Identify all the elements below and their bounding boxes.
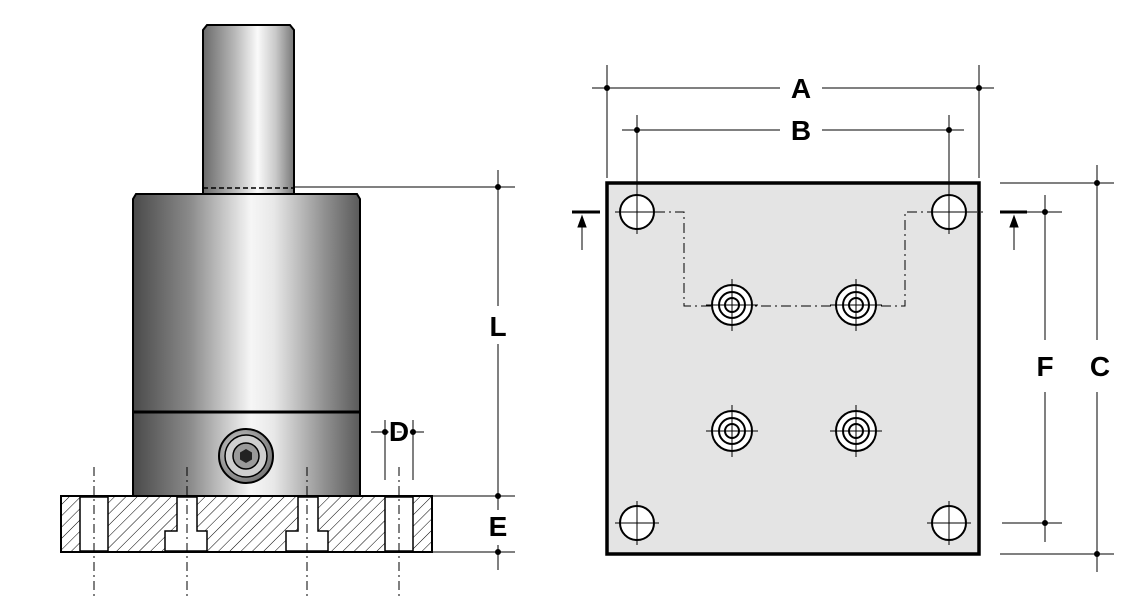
label-L: L <box>489 311 506 342</box>
label-F: F <box>1036 351 1053 382</box>
plate-outline <box>605 181 981 556</box>
dimension-F <box>1002 195 1062 542</box>
section-line <box>655 211 985 307</box>
plan-view: A B F C <box>572 65 1114 572</box>
set-screw <box>218 428 274 484</box>
shaft <box>202 24 295 197</box>
dimension-C <box>1000 165 1114 572</box>
label-C: C <box>1090 351 1110 382</box>
dimension-D <box>371 420 424 480</box>
label-D: D <box>389 416 409 447</box>
label-B: B <box>791 115 811 146</box>
dimension-A <box>592 65 994 178</box>
label-A: A <box>791 73 811 104</box>
label-E: E <box>489 511 508 542</box>
base-plate-section <box>60 467 433 600</box>
side-view: L D E <box>60 24 515 600</box>
dimension-E <box>432 485 515 570</box>
dimension-B <box>622 115 964 192</box>
